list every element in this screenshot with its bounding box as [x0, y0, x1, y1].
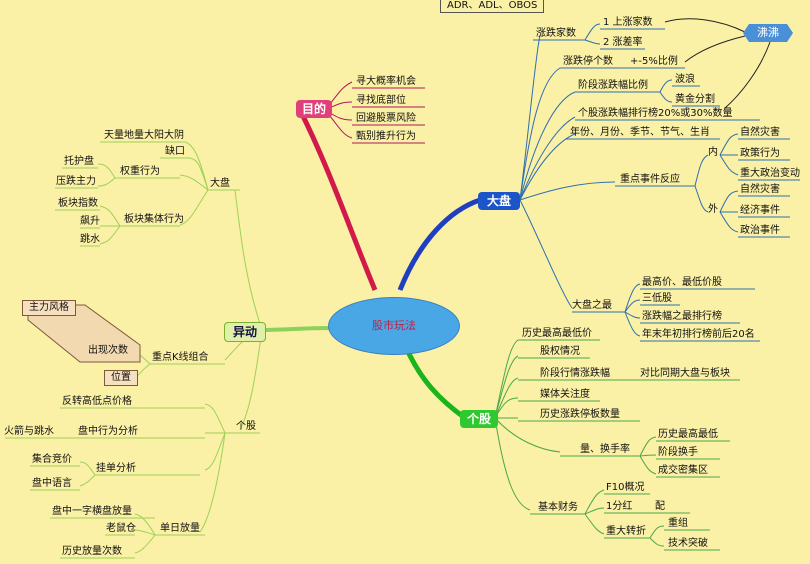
dapan-node: 黄金分割: [675, 94, 715, 105]
yidong-node: 出现次数: [88, 345, 128, 356]
dapan-node: 自然灾害: [740, 184, 780, 195]
gegu-node: 配: [655, 501, 665, 512]
yidong-node: 历史放量次数: [62, 546, 122, 557]
dapan-node: 涨跌停个数: [563, 56, 613, 67]
yidong-node: 单日放量: [160, 523, 200, 534]
dapan-node: 内: [708, 147, 718, 158]
dapan-node: 波浪: [675, 74, 695, 85]
yidong-node: 盘中语言: [32, 478, 72, 489]
gegu-node: 媒体关注度: [540, 389, 590, 400]
yidong-node: 缺口: [165, 146, 185, 157]
gegu-node: 量、换手率: [580, 444, 630, 455]
dapan-node: 自然灾害: [740, 127, 780, 138]
dapan-node: 政策行为: [740, 148, 780, 159]
yidong-node: 挂单分析: [96, 463, 136, 474]
dapan-node: 涨跌幅之最排行榜: [642, 311, 722, 322]
gegu-node: 重大转折: [606, 526, 646, 537]
yidong-node: 板块指数: [58, 198, 98, 209]
zhuli-box: 主力风格: [22, 300, 76, 316]
gegu-node: 成交密集区: [658, 465, 708, 476]
gegu-node: 技术突破: [668, 538, 708, 549]
gegu-node: 历史涨跌停板数量: [540, 409, 620, 420]
yidong-node: 老鼠仓: [106, 523, 136, 534]
dapan-node: 涨跌家数: [536, 28, 576, 39]
weizhi-box: 位置: [104, 370, 138, 386]
gegu-node: 阶段换手: [658, 447, 698, 458]
dapan-node: 最高价、最低价股: [642, 277, 722, 288]
branch-mudi: 目的: [296, 100, 332, 118]
gegu-node: 基本财务: [538, 502, 578, 513]
branch-dapan: 大盘: [478, 192, 520, 210]
yidong-node: 权重行为: [120, 166, 160, 177]
gegu-node: 对比同期大盘与板块: [640, 368, 730, 379]
adr-label: ADR、ADL、OBOS: [440, 0, 545, 13]
dapan-node: 1 上涨家数: [603, 17, 653, 28]
dapan-node: 三低股: [642, 293, 672, 304]
dapan-node: 年末年初排行榜前后20名: [642, 329, 755, 340]
mudi-item: 甄别推升行为: [356, 131, 416, 142]
gegu-node: F10概况: [606, 482, 645, 493]
mudi-item: 寻找底部位: [356, 95, 406, 106]
gegu-node: 历史最高最低: [658, 429, 718, 440]
mudi-item: 寻大概率机会: [356, 76, 416, 87]
yidong-node: 盘中行为分析: [78, 426, 138, 437]
dapan-node: 年份、月份、季节、节气、生肖: [570, 127, 710, 138]
yidong-node: 大盘: [210, 178, 230, 189]
dapan-node: +-5%比例: [630, 56, 678, 67]
gegu-node: 重组: [668, 518, 688, 529]
dapan-node: 重点事件反应: [620, 174, 680, 185]
gegu-node: 历史最高最低价: [522, 328, 592, 339]
yidong-node: 反转高低点价格: [62, 396, 132, 407]
yidong-node: 飙升: [80, 216, 100, 227]
gegu-node: 1分红: [606, 501, 633, 512]
dapan-node: 重大政治变动: [740, 168, 800, 179]
branch-bingfei: 沸沸: [743, 24, 793, 42]
yidong-node: 压跌主力: [56, 176, 96, 187]
dapan-node: 外: [708, 204, 718, 215]
branch-gegu: 个股: [460, 410, 498, 428]
style-box-shape: [27, 304, 141, 363]
dapan-node: 2 涨差率: [603, 37, 643, 48]
center-node: 股市玩法: [328, 297, 460, 355]
dapan-node: 经济事件: [740, 205, 780, 216]
gegu-node: 阶段行情涨跌幅: [540, 368, 610, 379]
branch-yidong: 异动: [224, 322, 266, 342]
dapan-node: 个股涨跌幅排行榜20%或30%数量: [578, 108, 733, 119]
yidong-node: 托护盘: [64, 156, 94, 167]
dapan-node: 阶段涨跌幅比例: [578, 80, 648, 91]
dapan-node: 大盘之最: [572, 300, 612, 311]
yidong-node: 火箭与跳水: [4, 426, 54, 437]
gegu-node: 股权情况: [540, 346, 580, 357]
yidong-node: 个股: [236, 421, 256, 432]
dapan-node: 政治事件: [740, 225, 780, 236]
yidong-node: 板块集体行为: [124, 214, 184, 225]
yidong-node: 跳水: [80, 234, 100, 245]
mudi-item: 回避股票风险: [356, 113, 416, 124]
yidong-node: 重点K线组合: [152, 352, 209, 363]
yidong-node: 天量地量大阳大阴: [104, 130, 184, 141]
yidong-node: 集合竞价: [32, 454, 72, 465]
yidong-node: 盘中一字横盘放量: [52, 506, 132, 517]
